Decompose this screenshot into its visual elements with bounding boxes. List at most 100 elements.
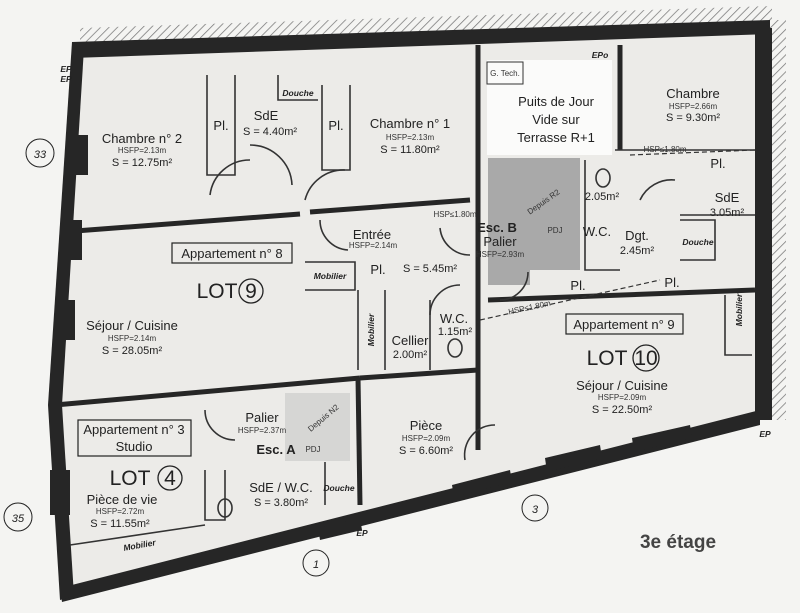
ep-mark: EP <box>60 64 72 74</box>
hsp-limit <box>629 149 756 156</box>
door[interactable] <box>249 144 293 186</box>
room-area: S = 5.45m² <box>403 263 457 275</box>
room-area: 2.05m² <box>585 191 620 203</box>
wall <box>487 287 756 303</box>
hsp-note: HSP≤1.80m <box>433 210 476 219</box>
room-area: 1.15m² <box>438 326 473 338</box>
door[interactable] <box>429 284 461 316</box>
apt8-chambre2: Chambre n° 2 HSFP=2.13m S = 12.75m² <box>102 131 182 169</box>
door[interactable] <box>304 169 346 201</box>
lot-number: 4 <box>164 467 176 490</box>
apt8-label-box <box>171 242 293 264</box>
room-name: Chambre n° 1 <box>370 116 450 131</box>
floor-label: 3e étage <box>640 532 716 553</box>
room-name: Séjour / Cuisine <box>576 378 668 393</box>
ep-mark: EP <box>356 528 368 538</box>
room-hsfp: HSFP=2.09m <box>402 434 451 443</box>
pier <box>68 135 88 175</box>
door[interactable] <box>209 159 251 196</box>
lot-circle <box>632 344 660 372</box>
room-name: Pièce <box>410 418 443 433</box>
room-hsfp: HSFP=2.14m <box>108 334 157 343</box>
room-hsfp: HSFP=2.13m <box>386 133 435 142</box>
wall <box>355 377 363 506</box>
wall <box>206 75 236 176</box>
lot-circle <box>157 465 183 491</box>
stair-label: Esc. A <box>256 442 296 457</box>
room-area: S = 11.80m² <box>380 144 440 156</box>
street-number: 33 <box>34 149 47 161</box>
ep-mark: EP <box>759 429 771 439</box>
g-tech-label: G. Tech. <box>490 69 520 78</box>
room-area: 3.05m² <box>710 207 745 219</box>
shower-label: Douche <box>682 237 713 247</box>
stair-b <box>488 158 580 285</box>
door[interactable] <box>639 179 676 201</box>
room-area: 2.00m² <box>393 349 428 361</box>
street-number-circle <box>3 502 33 532</box>
room-area: S = 4.40m² <box>243 126 297 138</box>
street-number: 1 <box>313 559 319 571</box>
pier <box>55 300 75 340</box>
wall <box>309 197 471 215</box>
apartment-sublabel: Studio <box>116 439 153 454</box>
room-area: S = 9.30m² <box>666 112 720 124</box>
placard-label: Pl. <box>328 118 343 133</box>
placard-label: Pl. <box>710 156 725 171</box>
street-number: 3 <box>532 504 539 516</box>
room-area: S = 6.60m² <box>399 445 453 457</box>
door[interactable] <box>499 271 529 301</box>
furniture-label: Mobilier <box>366 313 376 346</box>
toilet-icon <box>447 338 463 358</box>
room-name: Chambre n° 2 <box>102 131 182 146</box>
wall <box>277 75 318 101</box>
lot-number: 9 <box>245 280 257 303</box>
door[interactable] <box>319 219 349 251</box>
door[interactable] <box>204 409 236 441</box>
puits-label: Terrasse R+1 <box>517 130 595 145</box>
stair-pdj: PDJ <box>305 445 320 454</box>
apartment-label: Appartement n° 8 <box>181 246 282 261</box>
room-name: Pièce de vie <box>87 492 158 507</box>
shower-label: Douche <box>323 483 354 493</box>
wall <box>359 367 479 381</box>
placard-label: Pl. <box>664 275 679 290</box>
landing-label: Palier <box>245 410 279 425</box>
furniture-label: Mobilier <box>734 293 744 326</box>
furniture-label: Mobilier <box>314 271 347 281</box>
room-hsfp: HSFP=2.72m <box>96 507 145 516</box>
g-tech-box <box>486 61 524 85</box>
room-area: S = 3.80m² <box>254 497 308 509</box>
room-area: S = 22.50m² <box>592 404 653 416</box>
hsp-limit <box>479 279 661 321</box>
pier <box>318 518 362 540</box>
landing-label: Palier <box>483 234 517 249</box>
room-name: SdE / W.C. <box>249 480 313 495</box>
room-hsfp: HSFP=2.09m <box>598 393 647 402</box>
neighbour-hatch-right <box>770 20 786 420</box>
outer-wall-right <box>755 28 772 420</box>
pier <box>545 445 602 472</box>
street-number-circle <box>25 138 55 168</box>
room-hsfp: HSFP=2.13m <box>118 146 167 155</box>
street-number-circle <box>521 494 549 522</box>
pier <box>62 220 82 260</box>
lot-label: LOT <box>587 347 628 370</box>
ep-mark: EP <box>60 74 72 84</box>
room-name: SdE <box>715 190 740 205</box>
door[interactable] <box>463 424 496 461</box>
puits-label: Vide sur <box>532 112 580 127</box>
toilet-icon <box>217 498 233 518</box>
wall <box>54 375 361 408</box>
neighbour-hatch-top <box>80 6 772 46</box>
landing-hsfp: HSFP=2.93m <box>476 250 525 259</box>
wall <box>61 211 301 235</box>
room-hsfp: HSFP=2.66m <box>669 102 718 111</box>
apt9-label-box <box>565 313 684 335</box>
wall <box>69 524 206 546</box>
door[interactable] <box>439 227 471 256</box>
placard-label: Pl. <box>570 278 585 293</box>
room-area: S = 28.05m² <box>102 345 163 357</box>
room-area: S = 12.75m² <box>112 157 173 169</box>
